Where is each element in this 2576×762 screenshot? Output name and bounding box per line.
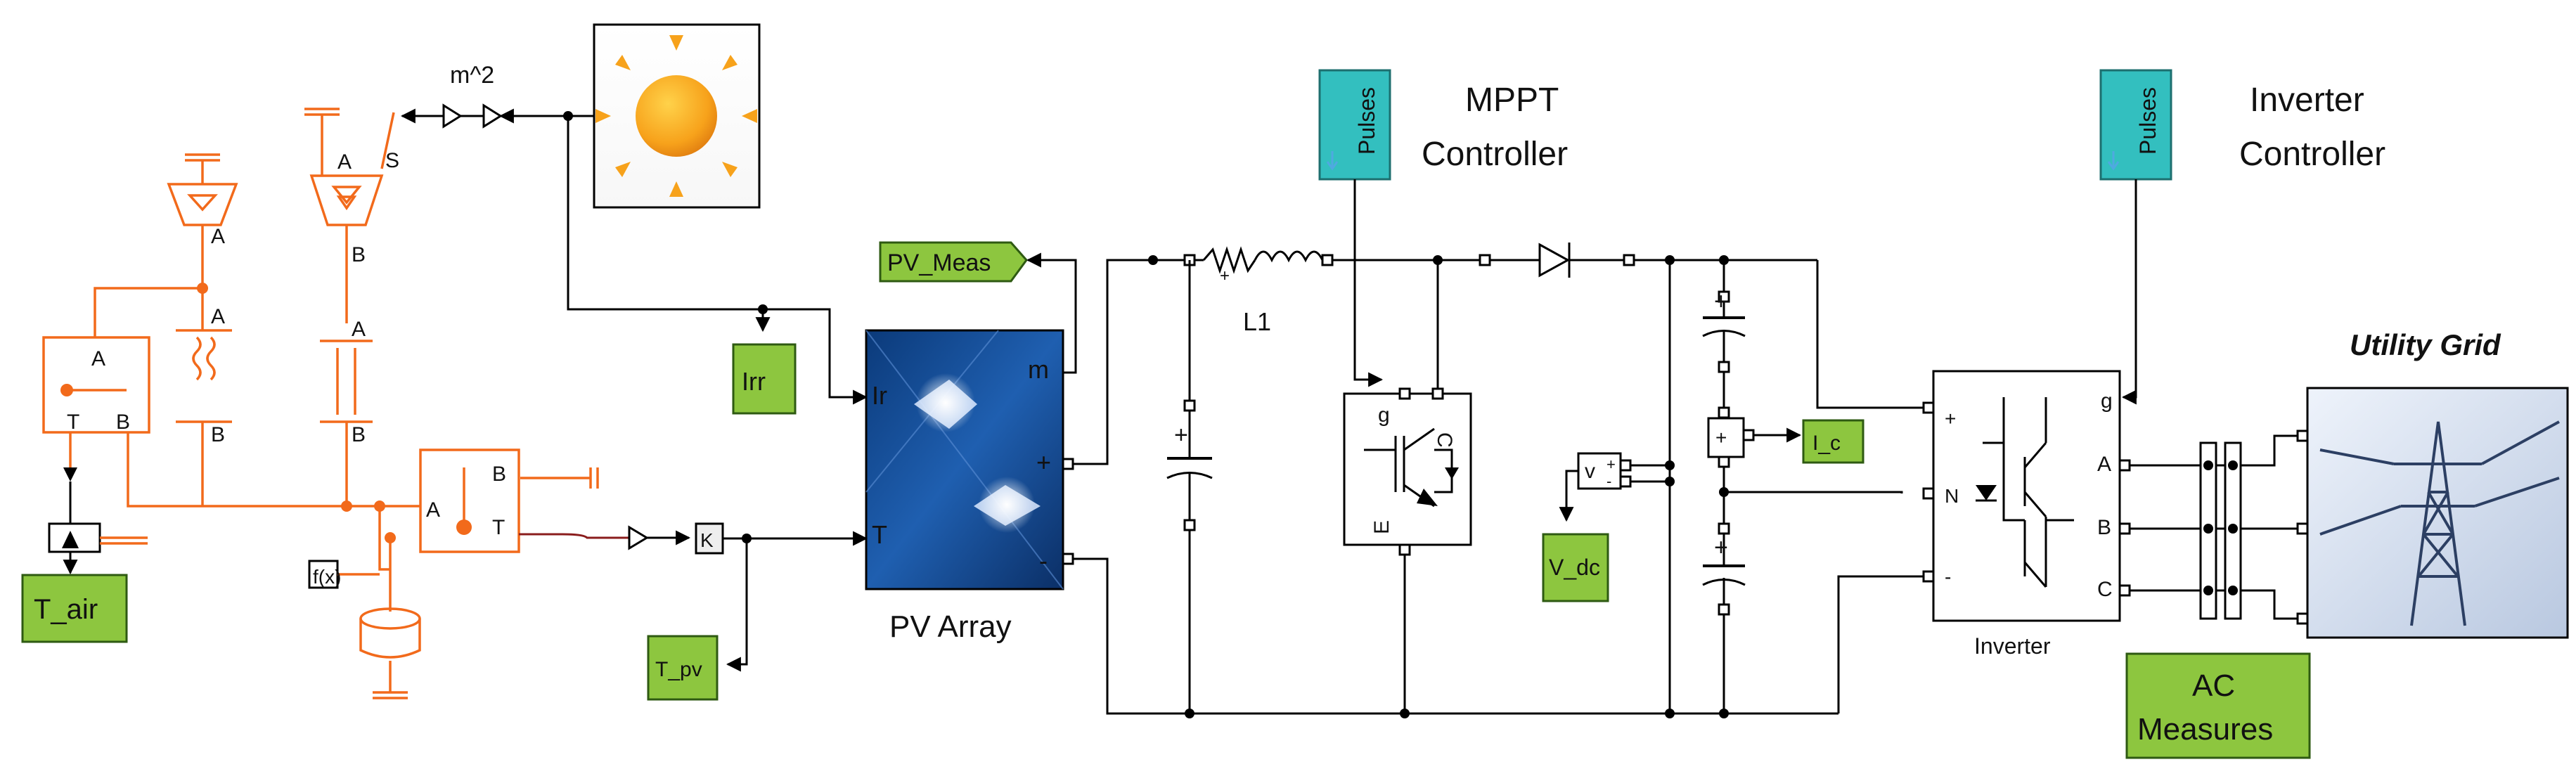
svg-text:+: + [1036,448,1051,477]
svg-text:A: A [211,305,225,328]
svg-text:A: A [2097,453,2111,476]
svg-text:+: + [1714,534,1728,561]
svg-text:-: - [1945,566,1951,588]
svg-text:+: + [1714,288,1728,315]
t-pv-goto-tag[interactable]: T_pv [647,635,719,701]
svg-text:B: B [211,423,225,446]
svg-text:+: + [1174,422,1188,448]
ac-measures-block[interactable]: AC Measures [2125,652,2311,759]
inverter-controller-block[interactable]: Pulses [2099,69,2172,181]
boost-diode[interactable] [1479,243,1635,278]
svg-text:T: T [492,516,505,539]
svg-text:v: v [1585,460,1595,483]
svg-text:f(x): f(x) [313,566,341,588]
svg-text:+: + [1715,427,1727,448]
svg-text:-: - [1606,472,1611,490]
svg-text:-: - [1039,546,1048,575]
convection-block-1[interactable]: A B [176,288,232,506]
sun-rays [595,35,757,197]
svg-text:PV_Meas: PV_Meas [887,250,991,276]
svg-text:T_air: T_air [34,594,98,625]
svg-text:B: B [2097,516,2111,539]
pv-meas-goto-tag[interactable]: PV_Meas [879,241,1028,283]
svg-text:m: m [1028,355,1049,384]
svg-text:+: + [1606,456,1616,473]
thermal-network: A A S B A B [42,108,599,699]
svg-text:K: K [700,529,714,551]
svg-text:V_dc: V_dc [1549,555,1600,580]
convection-block-2[interactable]: A B [320,318,373,506]
svg-text:T: T [872,520,887,549]
svg-text:I_c: I_c [1812,432,1841,455]
dc-voltage-sensor[interactable]: v + - [1577,452,1632,490]
svg-text:m^2: m^2 [450,62,494,89]
heat-flow-source-left[interactable]: A [167,153,238,288]
utility-grid-block[interactable]: Utility Grid [2306,328,2569,639]
pv-array-block[interactable]: Ir T m + - PV Array [865,329,1074,644]
svg-text:B: B [492,463,506,486]
svg-text:A: A [337,150,352,174]
svg-text:A: A [426,498,440,522]
heat-flow-source-right[interactable]: A S B [304,108,399,323]
svg-text:Irr: Irr [742,367,766,396]
svg-text:Measures: Measures [2137,712,2273,747]
v-dc-goto-tag[interactable]: V_dc [1542,533,1609,602]
mppt-controller-block[interactable]: Pulses [1318,69,1391,181]
svg-text:T: T [67,411,79,434]
svg-text:L1: L1 [1243,307,1271,336]
thermal-mass[interactable] [359,607,421,699]
ps-converter-air[interactable] [48,432,148,553]
gain-m2[interactable]: m^2 [442,62,503,129]
irr-goto-tag[interactable]: Irr [732,343,797,415]
ambient-temperature-sensor[interactable]: A T B [42,283,208,508]
svg-text:Pulses: Pulses [2135,87,2160,155]
input-capacitor[interactable]: + [1166,260,1213,718]
kelvin-to-celsius[interactable]: K [695,522,724,555]
solver-configuration[interactable]: f(x) [308,560,380,589]
igbt-switch[interactable]: g C E [1343,387,1472,556]
power-tower-icon [2319,420,2560,626]
svg-text:Controller: Controller [2239,136,2385,173]
svg-text:+: + [1945,408,1956,430]
current-measurement[interactable]: + [1707,406,1755,468]
svg-text:Ir: Ir [872,381,887,410]
svg-text:PV Array: PV Array [889,609,1012,644]
svg-text:A: A [352,318,366,341]
svg-text:Utility Grid: Utility Grid [2350,328,2501,361]
svg-text:MPPT: MPPT [1465,82,1559,119]
svg-text:+: + [1220,266,1230,285]
svg-text:B: B [352,243,366,266]
svg-text:C: C [2097,578,2113,601]
svg-text:Pulses: Pulses [1354,87,1379,155]
svg-text:C: C [1433,432,1456,448]
i-c-goto-tag[interactable]: I_c [1802,419,1865,464]
svg-text:S: S [385,149,399,172]
svg-text:T_pv: T_pv [655,658,702,681]
t-air-goto-tag[interactable]: T_air [21,574,128,643]
dc-link-capacitor-bottom[interactable]: + [1702,467,1746,713]
svg-text:g: g [1378,403,1390,427]
svg-text:Controller: Controller [1422,136,1568,173]
svg-text:N: N [1945,485,1959,507]
svg-text:A: A [211,225,225,248]
svg-text:E: E [1370,520,1393,534]
dc-link-capacitor-top[interactable]: + [1702,260,1746,373]
inverter-block[interactable]: + N - g A B C Inverter [1922,370,2131,659]
svg-text:g: g [2101,389,2113,413]
svg-text:B: B [116,411,130,434]
ac-bus-wiring [2130,430,2309,625]
svg-text:AC: AC [2192,669,2235,703]
sun-irradiance-block[interactable] [593,23,761,209]
thermal-mass-sensor[interactable]: A B T [419,448,599,553]
inductor-l1[interactable]: + L1 [1202,246,1334,336]
svg-text:B: B [352,423,366,446]
svg-text:A: A [91,347,105,370]
svg-text:Inverter: Inverter [1974,633,2051,659]
svg-text:Inverter: Inverter [2250,82,2364,119]
